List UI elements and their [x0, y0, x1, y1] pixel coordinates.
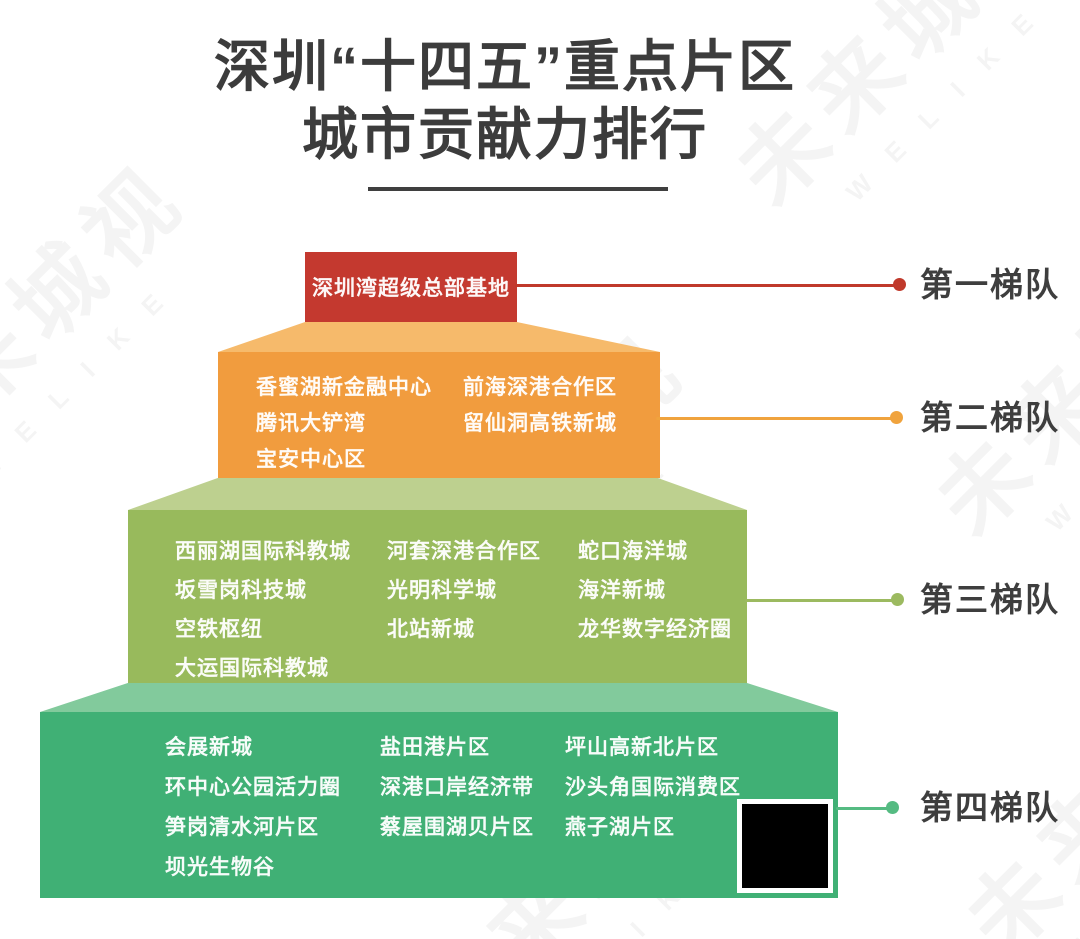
- tier4-item: 坪山高新北片区: [565, 736, 719, 759]
- tier2-label: 第二梯队: [920, 399, 1060, 436]
- tier2-item-grid: 香蜜湖新金融中心 前海深港合作区 腾讯大铲湾 留仙洞高铁新城 宝安中心区: [218, 352, 660, 476]
- tier2-top-face: [218, 322, 660, 352]
- tier4-item: 笋岗清水河片区: [165, 816, 319, 839]
- tier1-connector-dot: [893, 278, 906, 291]
- tier4-item: 燕子湖片区: [565, 816, 675, 839]
- tier2-item: 宝安中心区: [256, 448, 366, 471]
- tier3-top-face: [128, 478, 747, 510]
- tier2-connector-dot: [890, 411, 903, 424]
- tier3-item: 北站新城: [387, 617, 475, 641]
- tier3-item: 龙华数字经济圈: [578, 617, 732, 641]
- tier3-item: 西丽湖国际科教城: [175, 539, 351, 563]
- tier3-item-grid: 西丽湖国际科教城 河套深港合作区 蛇口海洋城 坂雪岗科技城 光明科学城 海洋新城…: [128, 510, 747, 686]
- redacted-qr-block: [737, 799, 833, 893]
- tier4-item: 坝光生物谷: [165, 856, 275, 879]
- tier4-label: 第四梯队: [920, 789, 1060, 826]
- tier3-item: 光明科学城: [387, 578, 497, 602]
- tier2-item: 腾讯大铲湾: [256, 412, 366, 435]
- tier1-connector-line: [515, 284, 900, 287]
- tier2-item: 前海深港合作区: [463, 376, 617, 399]
- page-title-line2: 城市贡献力排行: [302, 103, 708, 166]
- page-title-line1: 深圳“十四五”重点片区: [214, 35, 796, 98]
- tier3-label: 第三梯队: [920, 581, 1060, 618]
- tier4-item: 沙头角国际消费区: [565, 776, 741, 799]
- watermark-cn: 未来城视: [0, 144, 206, 503]
- tier4-item: 环中心公园活力圈: [165, 776, 341, 799]
- tier3-connector-line: [745, 599, 898, 602]
- watermark: 未来城视 WELIKE: [902, 179, 1080, 582]
- tier4-top-face: [40, 683, 838, 712]
- tier1-item: 深圳湾超级总部基地: [312, 277, 510, 300]
- tier2-connector-line: [656, 417, 897, 420]
- tier4-item-grid: 会展新城 盐田港片区 坪山高新北片区 环中心公园活力圈 深港口岸经济带 沙头角国…: [40, 712, 838, 886]
- tier1-block: 深圳湾超级总部基地: [305, 252, 517, 322]
- watermark: 未来城视 WELIKE: [0, 129, 236, 532]
- tier3-item: 坂雪岗科技城: [175, 578, 307, 602]
- tier4-item: 深港口岸经济带: [380, 776, 534, 799]
- watermark-cn: 未来城视: [947, 614, 1080, 939]
- watermark: 未来城视 WELIKE: [932, 599, 1080, 939]
- watermark-cn: 未来城视: [917, 194, 1080, 553]
- tier3-item: 空铁枢纽: [175, 617, 263, 641]
- tier4-item: 盐田港片区: [380, 736, 490, 759]
- tier3-item: 河套深港合作区: [387, 539, 541, 563]
- tier4-item: 蔡屋围湖贝片区: [380, 816, 534, 839]
- tier3-item: 蛇口海洋城: [578, 539, 688, 563]
- tier4-item: 会展新城: [165, 736, 253, 759]
- tier4-connector-line: [836, 807, 893, 810]
- title-divider: [368, 187, 668, 191]
- tier4-block: 会展新城 盐田港片区 坪山高新北片区 环中心公园活力圈 深港口岸经济带 沙头角国…: [40, 712, 838, 898]
- tier3-block: 西丽湖国际科教城 河套深港合作区 蛇口海洋城 坂雪岗科技城 光明科学城 海洋新城…: [128, 510, 747, 683]
- tier3-item: 大运国际科教城: [175, 656, 329, 680]
- tier3-item: 海洋新城: [578, 578, 666, 602]
- tier2-item: 留仙洞高铁新城: [463, 412, 617, 435]
- tier1-label: 第一梯队: [920, 266, 1060, 303]
- tier2-block: 香蜜湖新金融中心 前海深港合作区 腾讯大铲湾 留仙洞高铁新城 宝安中心区: [218, 352, 660, 478]
- tier2-item: 香蜜湖新金融中心: [256, 376, 432, 399]
- tier4-connector-dot: [886, 801, 899, 814]
- tier3-connector-dot: [891, 593, 904, 606]
